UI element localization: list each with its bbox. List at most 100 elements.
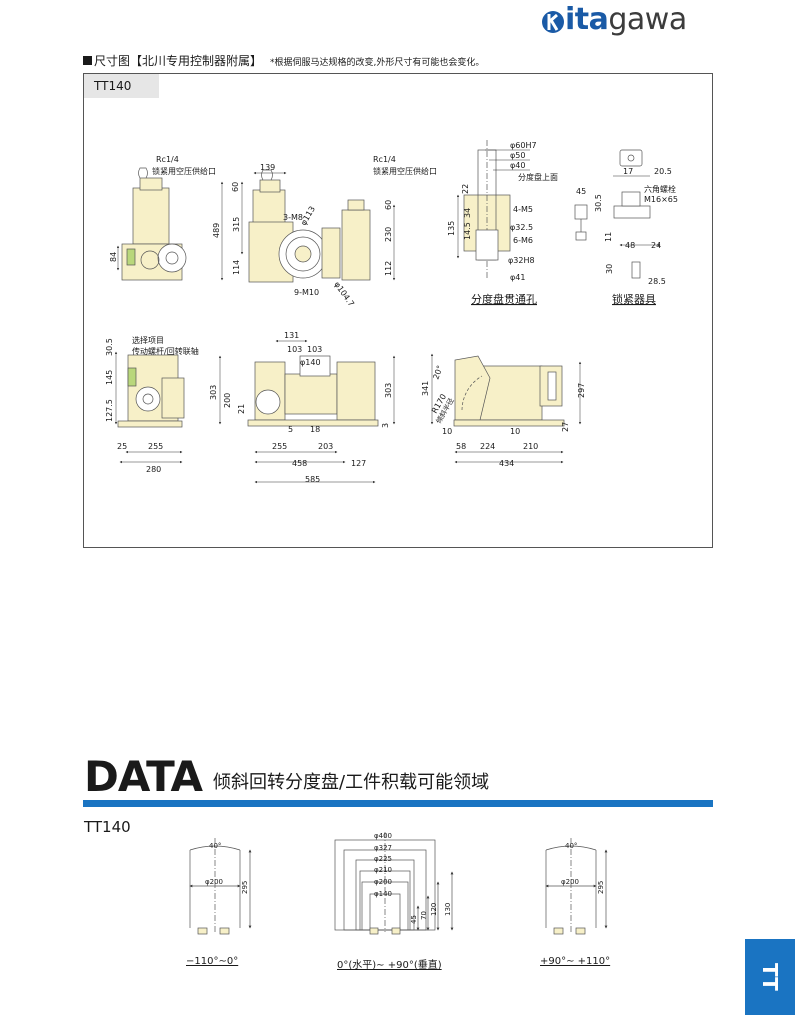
label-4-m5: 4-M5	[513, 205, 533, 214]
bottom-front-view	[247, 355, 379, 427]
label-28-5: 28.5	[648, 277, 666, 286]
label-45: 45	[576, 187, 586, 196]
dimension-drawings: Rc1/4 锁紧用空压供给口 Rc1/4 锁紧用空压供给口 139 60 489…	[105, 140, 678, 484]
section-header: 尺寸图【北川专用控制器附属】*根据伺服马达规格的改变,外形尺寸有可能也会变化。	[83, 52, 484, 69]
center-phi-225: φ225	[374, 855, 392, 863]
clamp-tool-view	[574, 149, 651, 279]
label-60a: 60	[231, 182, 240, 192]
right-phi: φ200	[561, 878, 579, 886]
label-21: 21	[237, 404, 246, 414]
right-height: 295	[597, 881, 605, 894]
workload-diagrams: 40° φ200 295 φ400 φ327 φ225 φ210 φ200 φ1…	[189, 832, 608, 935]
label-60b: 60	[384, 200, 393, 210]
label-5: 5	[288, 425, 293, 434]
label-m16x65: M16×65	[644, 195, 678, 204]
label-341: 341	[421, 381, 430, 396]
blue-divider	[83, 800, 713, 807]
label-phi41: φ41	[510, 273, 525, 282]
label-rc14-a: Rc1/4	[156, 155, 179, 164]
label-phi50: φ50	[510, 151, 525, 160]
label-9-m10: 9-M10	[294, 288, 319, 297]
label-18: 18	[310, 425, 320, 434]
center-phi-140: φ140	[374, 890, 392, 898]
center-phi-400: φ400	[374, 832, 392, 840]
label-103b: 103	[307, 345, 322, 354]
label-127-5: 127.5	[105, 399, 114, 422]
label-through-hole: 分度盘贯通孔	[471, 292, 537, 306]
label-10a: 10	[442, 427, 452, 436]
data-title: DATA	[84, 752, 203, 801]
label-135: 135	[447, 221, 456, 236]
label-30-5a: 30.5	[594, 194, 603, 212]
label-24: 24	[651, 241, 661, 250]
left-height: 295	[241, 881, 249, 894]
label-458: 458	[292, 459, 307, 468]
label-phi60h7: φ60H7	[510, 141, 537, 150]
label-17: 17	[623, 167, 633, 176]
label-114: 114	[232, 260, 241, 275]
label-3: 3	[381, 423, 390, 428]
label-30-5b: 30.5	[105, 338, 114, 356]
label-84: 84	[109, 252, 118, 262]
label-297: 297	[577, 383, 586, 398]
side-index-tab: TT	[745, 939, 795, 1015]
label-6-m6: 6-M6	[513, 236, 533, 245]
left-phi: φ200	[205, 878, 223, 886]
data-model-label: TT140	[84, 818, 131, 836]
label-20deg: 20°	[431, 364, 444, 380]
label-434: 434	[499, 459, 514, 468]
label-255b: 255	[272, 442, 287, 451]
range-left: −110°∼0°	[186, 956, 239, 967]
label-585: 585	[305, 475, 320, 484]
range-right: +90°∼ +110°	[540, 956, 611, 967]
label-224: 224	[480, 442, 495, 451]
center-h-120: 120	[430, 903, 438, 916]
label-20-5: 20.5	[654, 167, 672, 176]
label-127: 127	[351, 459, 366, 468]
bottom-side-view	[453, 355, 565, 427]
data-subtitle: 倾斜回转分度盘/工件积载可能领域	[213, 772, 490, 793]
center-h-70: 70	[420, 911, 428, 920]
label-rc14-b: Rc1/4	[373, 155, 396, 164]
label-210: 210	[523, 442, 538, 451]
label-200: 200	[223, 393, 232, 408]
label-145: 145	[105, 370, 114, 385]
dimension-drawing-frame: TT140	[83, 73, 713, 548]
label-clamp-tool: 锁紧器具	[612, 292, 656, 306]
left-angle: 40°	[209, 842, 221, 850]
label-phi32-5: φ32.5	[510, 223, 533, 232]
through-hole-view	[463, 140, 511, 280]
label-489: 489	[212, 223, 221, 238]
side-view-machine	[248, 169, 371, 283]
label-phi40: φ40	[510, 161, 525, 170]
section-title: 尺寸图【北川专用控制器附属】	[94, 54, 263, 68]
label-drive-screw: 传动螺杆/回转联轴	[132, 346, 199, 356]
label-139: 139	[260, 163, 275, 172]
label-phi104: φ104.7	[332, 280, 356, 308]
label-303b: 303	[384, 383, 393, 398]
center-h-45: 45	[410, 915, 418, 924]
front-view-machine	[121, 167, 187, 281]
side-tab-label: TT	[758, 963, 782, 991]
label-280: 280	[146, 465, 161, 474]
center-phi-210: φ210	[374, 866, 392, 874]
label-clamp-air-b: 锁紧用空压供给口	[373, 166, 437, 176]
label-14-5: 14.5	[463, 222, 472, 240]
square-bullet-icon	[83, 56, 92, 65]
right-angle: 40°	[565, 842, 577, 850]
label-103a: 103	[287, 345, 302, 354]
logo-strong: ita	[565, 2, 609, 37]
label-58: 58	[456, 442, 466, 451]
label-table-top: 分度盘上面	[518, 172, 558, 182]
label-22: 22	[461, 184, 470, 194]
label-option: 选择项目	[132, 335, 164, 345]
bottom-left-view	[117, 354, 185, 428]
label-27: 27	[561, 422, 570, 432]
label-hex-bolt: 六角螺栓	[644, 184, 676, 194]
brand-logo: itagawa	[565, 2, 687, 37]
label-255a: 255	[148, 442, 163, 451]
kitagawa-logo-icon	[542, 11, 564, 33]
label-11: 11	[604, 232, 613, 242]
workload-center	[334, 832, 454, 935]
label-phi140: φ140	[300, 358, 321, 367]
